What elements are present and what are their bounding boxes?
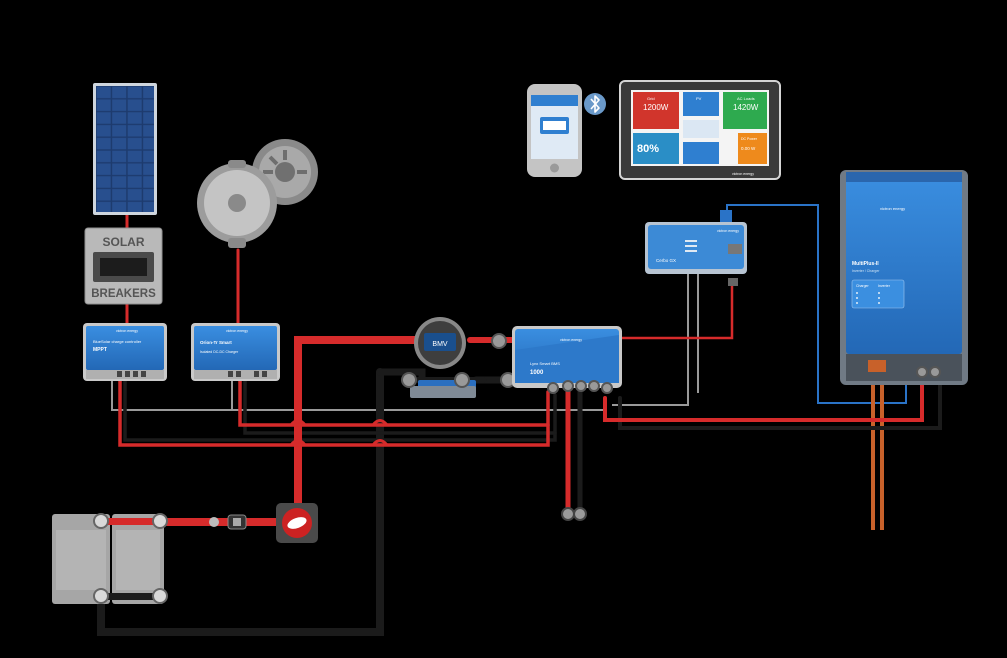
ve-bus-wire (726, 204, 907, 404)
battery-icon (52, 513, 168, 604)
alternator-icon (197, 139, 318, 248)
solar-breakers-label-1: SOLAR (103, 235, 145, 249)
orion-brand: victron energy (226, 329, 248, 333)
tile-ac-loads-value: 1420W (733, 103, 759, 112)
negative-wires (97, 368, 942, 636)
tile-dc-loads (738, 133, 767, 164)
cerbo-name: Cerbo GX (656, 258, 676, 263)
cerbo-gx: victron energy Cerbo GX (645, 210, 747, 286)
terminal (491, 333, 507, 349)
cable-lug (209, 517, 219, 527)
cable-lug (561, 507, 575, 521)
mppt-model: MPPT (93, 347, 107, 353)
solar-breakers-box: SOLAR BREAKERS (84, 227, 163, 305)
wiring (97, 204, 942, 636)
tile-battery-value: 80% (637, 143, 659, 155)
tile-grid-label: Grid (647, 96, 655, 101)
multiplus-col2: Inverter (878, 284, 891, 288)
gx-touch-display: Grid 1200W PV AC Loads 1420W 80% DC Powe… (619, 80, 781, 180)
lynx-distributor: victron energy Lynx Smart BMS 1000 (512, 326, 622, 394)
cable-lug (573, 507, 587, 521)
mppt-charge-controller: victron energy BlueSolar charge controll… (83, 323, 167, 381)
battery-monitor-display: BMV (432, 341, 448, 348)
solar-panel-icon (93, 83, 157, 215)
orion-title: Orion-Tr Smart (200, 340, 232, 345)
tile-pv (683, 92, 719, 116)
lynx-name: Lynx Smart BMS (530, 361, 560, 366)
tile-ac-loads (723, 92, 767, 129)
tile-battery (633, 133, 679, 164)
multiplus-inverter: victron energy MultiPlus-II Inverter / C… (840, 170, 968, 385)
display-brand: victron energy (732, 172, 754, 176)
lynx-value: 1000 (530, 370, 544, 376)
lynx-brand: victron energy (560, 338, 582, 342)
bluetooth-icon (584, 93, 606, 115)
orion-dc-dc-charger: victron energy Orion-Tr Smart Isolated D… (191, 323, 280, 381)
tile-grid (633, 92, 679, 129)
multiplus-subtitle: Inverter / Charger (852, 269, 880, 273)
solar-breakers-label-2: BREAKERS (91, 288, 156, 300)
multiplus-col1: Charger (856, 284, 869, 288)
tile-pv-label: PV (696, 96, 702, 101)
battery-monitor: BMV (414, 317, 507, 369)
ac-cables (871, 368, 884, 530)
tile-ac-loads-label: AC Loads (737, 96, 755, 101)
battery-switch-icon[interactable] (276, 503, 318, 543)
multiplus-title: MultiPlus-II (852, 261, 879, 267)
battery-shunt (401, 372, 516, 398)
mppt-title: BlueSolar charge controller (93, 339, 142, 344)
fuse-icon (227, 514, 247, 530)
orion-subtitle: Isolated DC-DC Charger (200, 350, 239, 354)
cerbo-brand: victron energy (717, 229, 739, 233)
tile-dc-loads-value: 0.00 W (741, 146, 756, 151)
multiplus-brand: victron energy (880, 206, 905, 211)
phone-icon (527, 84, 582, 177)
tile-grid-value: 1200W (643, 103, 669, 112)
mppt-brand: victron energy (116, 329, 138, 333)
signal-wire-cerbo-1 (612, 272, 689, 406)
tile-dc-loads-label: DC Power (741, 137, 758, 141)
